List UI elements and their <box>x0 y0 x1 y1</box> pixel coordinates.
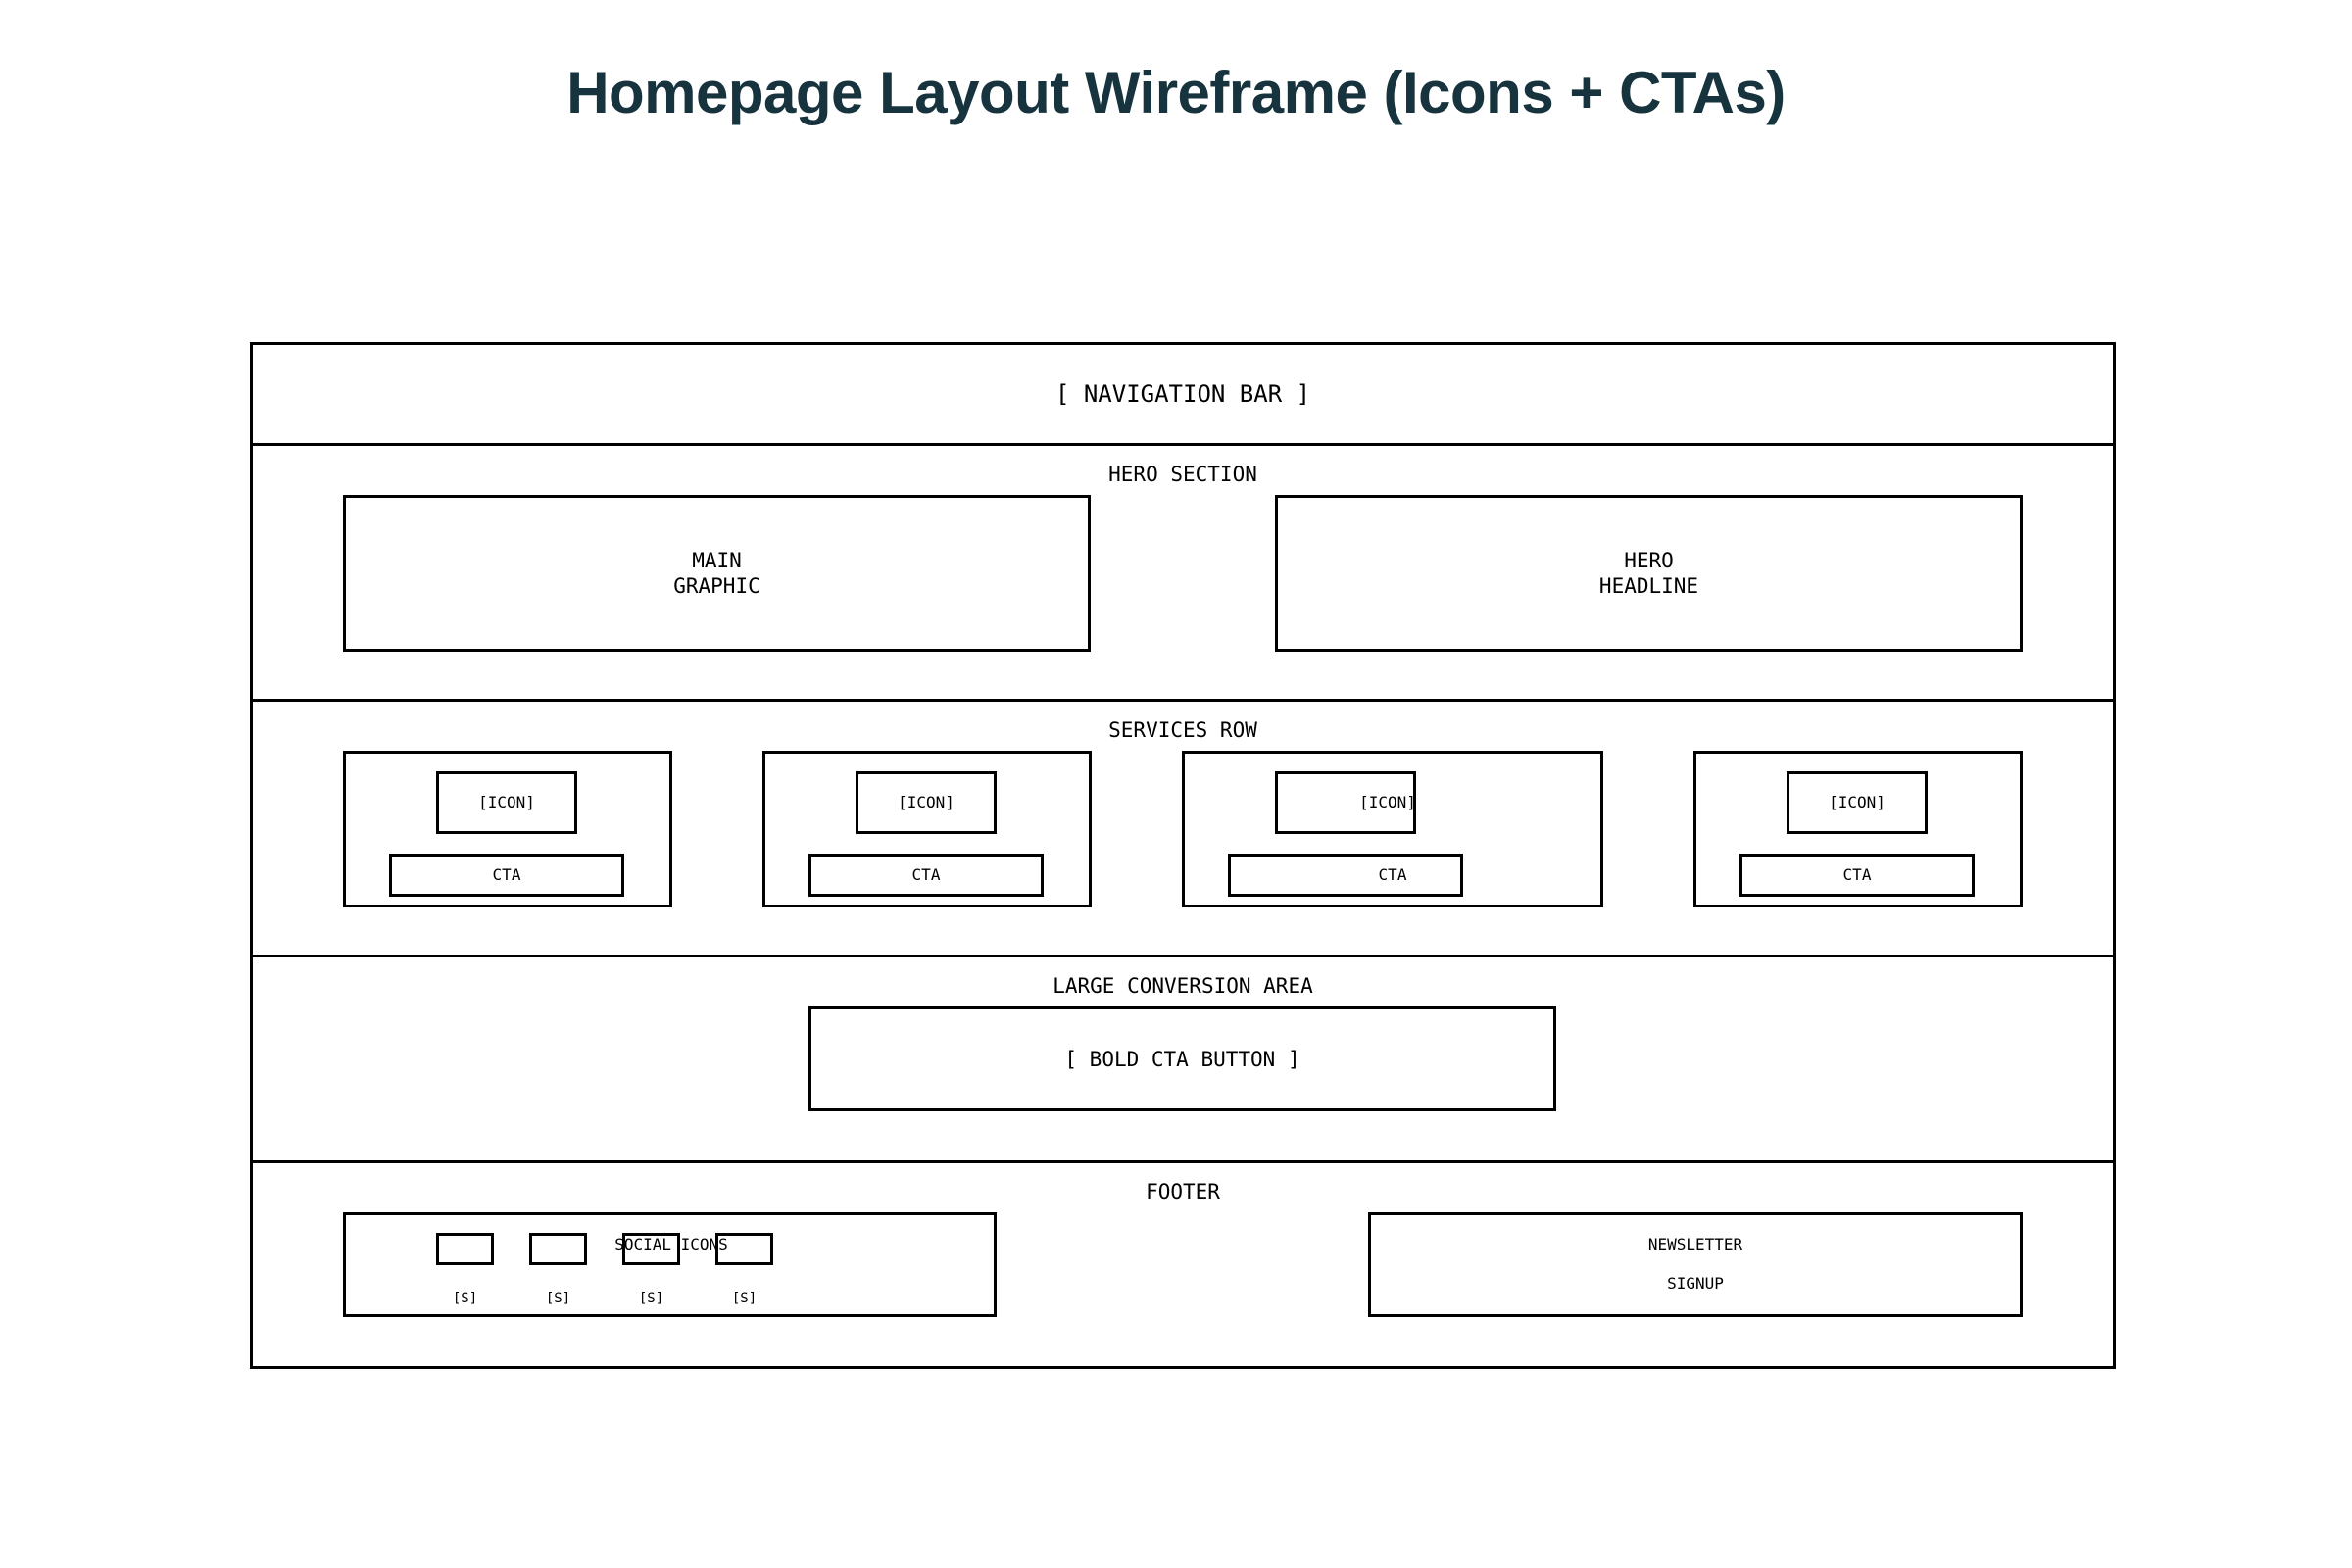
social-icon-4[interactable] <box>715 1233 773 1265</box>
conversion-section-label: LARGE CONVERSION AREA <box>1053 974 1313 998</box>
service-cta-button-4[interactable] <box>1740 854 1975 897</box>
service-cta-button-3[interactable] <box>1228 854 1463 897</box>
service-card-4 <box>1693 751 2023 907</box>
bold-cta-button[interactable] <box>808 1006 1556 1111</box>
service-icon-label-2: [ICON] <box>898 793 955 811</box>
footer-section <box>250 1160 2116 1369</box>
service-cta-button-2[interactable] <box>808 854 1044 897</box>
services-section-label: SERVICES ROW <box>1108 718 1257 742</box>
social-icon-2[interactable] <box>529 1233 587 1265</box>
service-cta-label-3: CTA <box>1378 865 1407 884</box>
service-cta-label-2: CTA <box>911 865 941 884</box>
newsletter-label-line-1: NEWSLETTER <box>1647 1235 1743 1253</box>
footer-section-label: FOOTER <box>1146 1180 1220 1203</box>
main-graphic <box>343 495 1091 652</box>
service-icon-2 <box>856 771 997 834</box>
page-title: Homepage Layout Wireframe (Icons + CTAs) <box>566 60 1786 125</box>
service-cta-label-4: CTA <box>1842 865 1872 884</box>
bold-cta-button-label: [ BOLD CTA BUTTON ] <box>1064 1048 1300 1071</box>
service-cta-button-1[interactable] <box>389 854 624 897</box>
hero-section-label: HERO SECTION <box>1108 463 1257 486</box>
main-graphic-label: MAIN GRAPHIC <box>673 549 760 598</box>
service-icon-4 <box>1787 771 1928 834</box>
service-icon-label-1: [ICON] <box>478 793 535 811</box>
service-card-3 <box>1182 751 1603 907</box>
hero-headline-label: HERO HEADLINE <box>1598 549 1699 598</box>
social-icon-label-1: [S] <box>452 1291 478 1306</box>
service-icon-1 <box>436 771 577 834</box>
service-card-2 <box>762 751 1092 907</box>
hero-headline <box>1275 495 2023 652</box>
social-icon-label-3: [S] <box>638 1291 664 1306</box>
service-icon-label-4: [ICON] <box>1829 793 1886 811</box>
service-icon-label-3: [ICON] <box>1359 793 1416 811</box>
social-icon-label-2: [S] <box>545 1291 571 1306</box>
social-icon-3[interactable] <box>622 1233 680 1265</box>
social-icons-panel <box>343 1212 997 1317</box>
newsletter-signup-panel[interactable] <box>1368 1212 2023 1317</box>
service-icon-3 <box>1275 771 1416 834</box>
navigation-bar-label: [ NAVIGATION BAR ] <box>1054 380 1311 408</box>
social-icon-1[interactable] <box>436 1233 494 1265</box>
service-cta-label-1: CTA <box>492 865 521 884</box>
service-card-1 <box>343 751 672 907</box>
social-icon-label-4: [S] <box>731 1291 758 1306</box>
newsletter-label-line-2: SIGNUP <box>1667 1274 1724 1293</box>
